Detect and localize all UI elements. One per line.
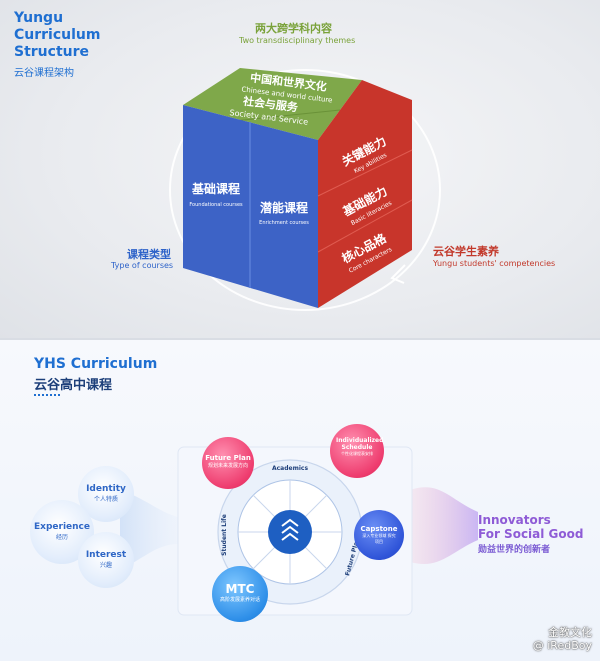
future-plan-label: Future Plan	[205, 454, 251, 462]
cube-side-divider-1	[317, 149, 413, 197]
cube-top-front-cn: 社会与服务	[241, 94, 299, 115]
input-flow	[120, 490, 190, 570]
course-types-label-cn: 课程类型	[127, 248, 171, 261]
competencies-label-en: Yungu students' competencies	[433, 259, 556, 268]
orbit-arrow-icon	[390, 264, 406, 284]
cube-front-right-cn: 潜能课程	[260, 200, 308, 215]
themes-label-en: Two transdisciplinary themes	[239, 36, 356, 45]
experience-label: Experience	[34, 522, 90, 532]
capstone-label-cn: 深入专业领域 探究项目	[362, 533, 396, 544]
cube-front-right-en: Enrichment courses	[259, 220, 309, 226]
core-logo-icon	[281, 518, 299, 541]
competencies-label-cn: 云谷学生素养	[433, 245, 499, 258]
future-plan-label-cn: 规划未来发展方向	[207, 463, 248, 469]
capstone-label: Capstone	[360, 525, 398, 533]
interest-bubble: Interest 兴趣	[78, 532, 134, 588]
ring-label-top: Academics	[272, 465, 308, 472]
course-types-label-en: Type of courses	[111, 261, 174, 270]
cube-front-left-cn: 基础课程	[191, 181, 240, 196]
orbit-ring	[169, 69, 441, 311]
cube-top-face	[183, 68, 362, 140]
identity-label-cn: 个人特质	[93, 496, 118, 503]
outcome-title: Innovators For Social Good	[478, 513, 584, 541]
curriculum-cube: 中国和世界文化 Chinese and world culture 社会与服务 …	[169, 68, 441, 311]
ring-label-left: Student Life	[221, 514, 228, 556]
title-dots	[34, 394, 60, 396]
cube-front-left-en: Foundational courses	[189, 202, 243, 208]
output-flow	[410, 487, 478, 564]
future-plan-bubble: Future Plan 规划未来发展方向	[202, 437, 254, 489]
core-circle	[268, 510, 312, 554]
cube-side-face	[318, 80, 412, 308]
mtc-label-cn: 高阶发展素养对话	[219, 597, 260, 603]
schedule-label-cn: 个性化课程表安排	[341, 451, 373, 456]
yhs-title: YHS Curriculum	[34, 356, 158, 372]
interest-label: Interest	[85, 550, 127, 560]
mtc-bubble: MTC 高阶发展素养对话	[212, 566, 268, 622]
watermark: 金教文化 @ iRedBoy	[532, 626, 592, 652]
experience-label-cn: 经历	[55, 534, 68, 541]
capstone-bubble: Capstone 深入专业领域 探究项目	[354, 510, 404, 560]
yhs-title-cn: 云谷高中课程	[34, 378, 113, 393]
mtc-label: MTC	[225, 582, 255, 596]
identity-label: Identity	[86, 484, 126, 494]
themes-label-cn: 两大跨学科内容	[255, 22, 332, 35]
individualized-schedule-bubble: Individualized Schedule 个性化课程表安排	[330, 424, 384, 478]
cube-side-divider-2	[317, 199, 413, 253]
panel-divider	[0, 338, 600, 340]
schedule-label: Individualized Schedule	[336, 437, 384, 451]
structure-title-cn: 云谷课程架构	[14, 68, 74, 79]
interest-label-cn: 兴趣	[99, 562, 112, 569]
outcome-title-cn: 勋益世界的创新者	[478, 545, 551, 555]
structure-title: Yungu Curriculum Structure	[14, 10, 101, 60]
